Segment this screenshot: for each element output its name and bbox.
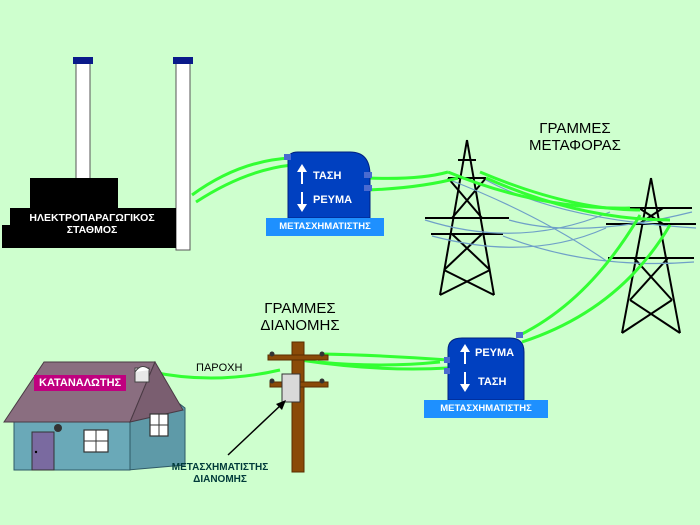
distribution-lines-heading: ΓΡΑΜΜΕΣ ΔΙΑΝΟΜΗΣ (255, 300, 345, 334)
arrow-down-icon (460, 372, 470, 392)
transmission-lines-heading-line2: ΜΕΤΑΦΟΡΑΣ (529, 137, 621, 154)
step-down-current-label: ΡΕΥΜΑ (475, 347, 515, 359)
transmission-lines-heading-line1: ΓΡΑΜΜΕΣ (539, 120, 611, 137)
arrow-up-icon (297, 164, 307, 184)
distribution-lines-heading-line2: ΔΙΑΝΟΜΗΣ (260, 317, 340, 334)
step-up-transformer-name: ΜΕΤΑΣΧΗΜΑΤΙΣΤΗΣ (279, 221, 371, 232)
arrow-up-icon (460, 344, 470, 364)
supply-label: ΠΑΡΟΧΗ (196, 362, 243, 374)
power-wires-green (151, 156, 672, 380)
arrow-down-icon (297, 192, 307, 212)
lattice-tower-icon (425, 139, 696, 334)
step-down-transformer (424, 332, 548, 418)
power-plant (2, 57, 193, 251)
power-plant-label: ΗΛΕΚΤΡΟΠΑΡΑΓΩΓΙΚΟΣ ΣΤΑΘΜΟΣ (12, 212, 172, 236)
power-plant-label-line1: ΗΛΕΚΤΡΟΠΑΡΑΓΩΓΙΚΟΣ (29, 212, 155, 224)
pointer-arrow (227, 400, 286, 456)
power-plant-label-line2: ΣΤΑΘΜΟΣ (66, 224, 118, 236)
transmission-lines-heading: ΓΡΑΜΜΕΣ ΜΕΤΑΦΟΡΑΣ (520, 120, 630, 154)
transmission-wires-blue (424, 179, 697, 265)
step-down-voltage-label: ΤΑΣΗ (478, 376, 507, 388)
step-down-transformer-name: ΜΕΤΑΣΧΗΜΑΤΙΣΤΗΣ (440, 403, 532, 414)
chimney-icon (73, 57, 193, 251)
utility-pole-icon (267, 341, 329, 473)
step-up-transformer (266, 151, 384, 236)
step-up-current-label: ΡΕΥΜΑ (313, 194, 353, 206)
distribution-transformer-label: ΜΕΤΑΣΧΗΜΑΤΙΣΤΗΣ ΔΙΑΝΟΜΗΣ (150, 462, 290, 486)
distribution-lines-heading-line1: ΓΡΑΜΜΕΣ (264, 300, 336, 317)
consumer-label: ΚΑΤΑΝΑΛΩΤΗΣ (34, 375, 127, 391)
step-up-voltage-label: ΤΑΣΗ (313, 170, 342, 182)
distribution-transformer-label-line1: ΜΕΤΑΣΧΗΜΑΤΙΣΤΗΣ (171, 462, 269, 473)
distribution-transformer-label-line2: ΔΙΑΝΟΜΗΣ (193, 474, 247, 485)
